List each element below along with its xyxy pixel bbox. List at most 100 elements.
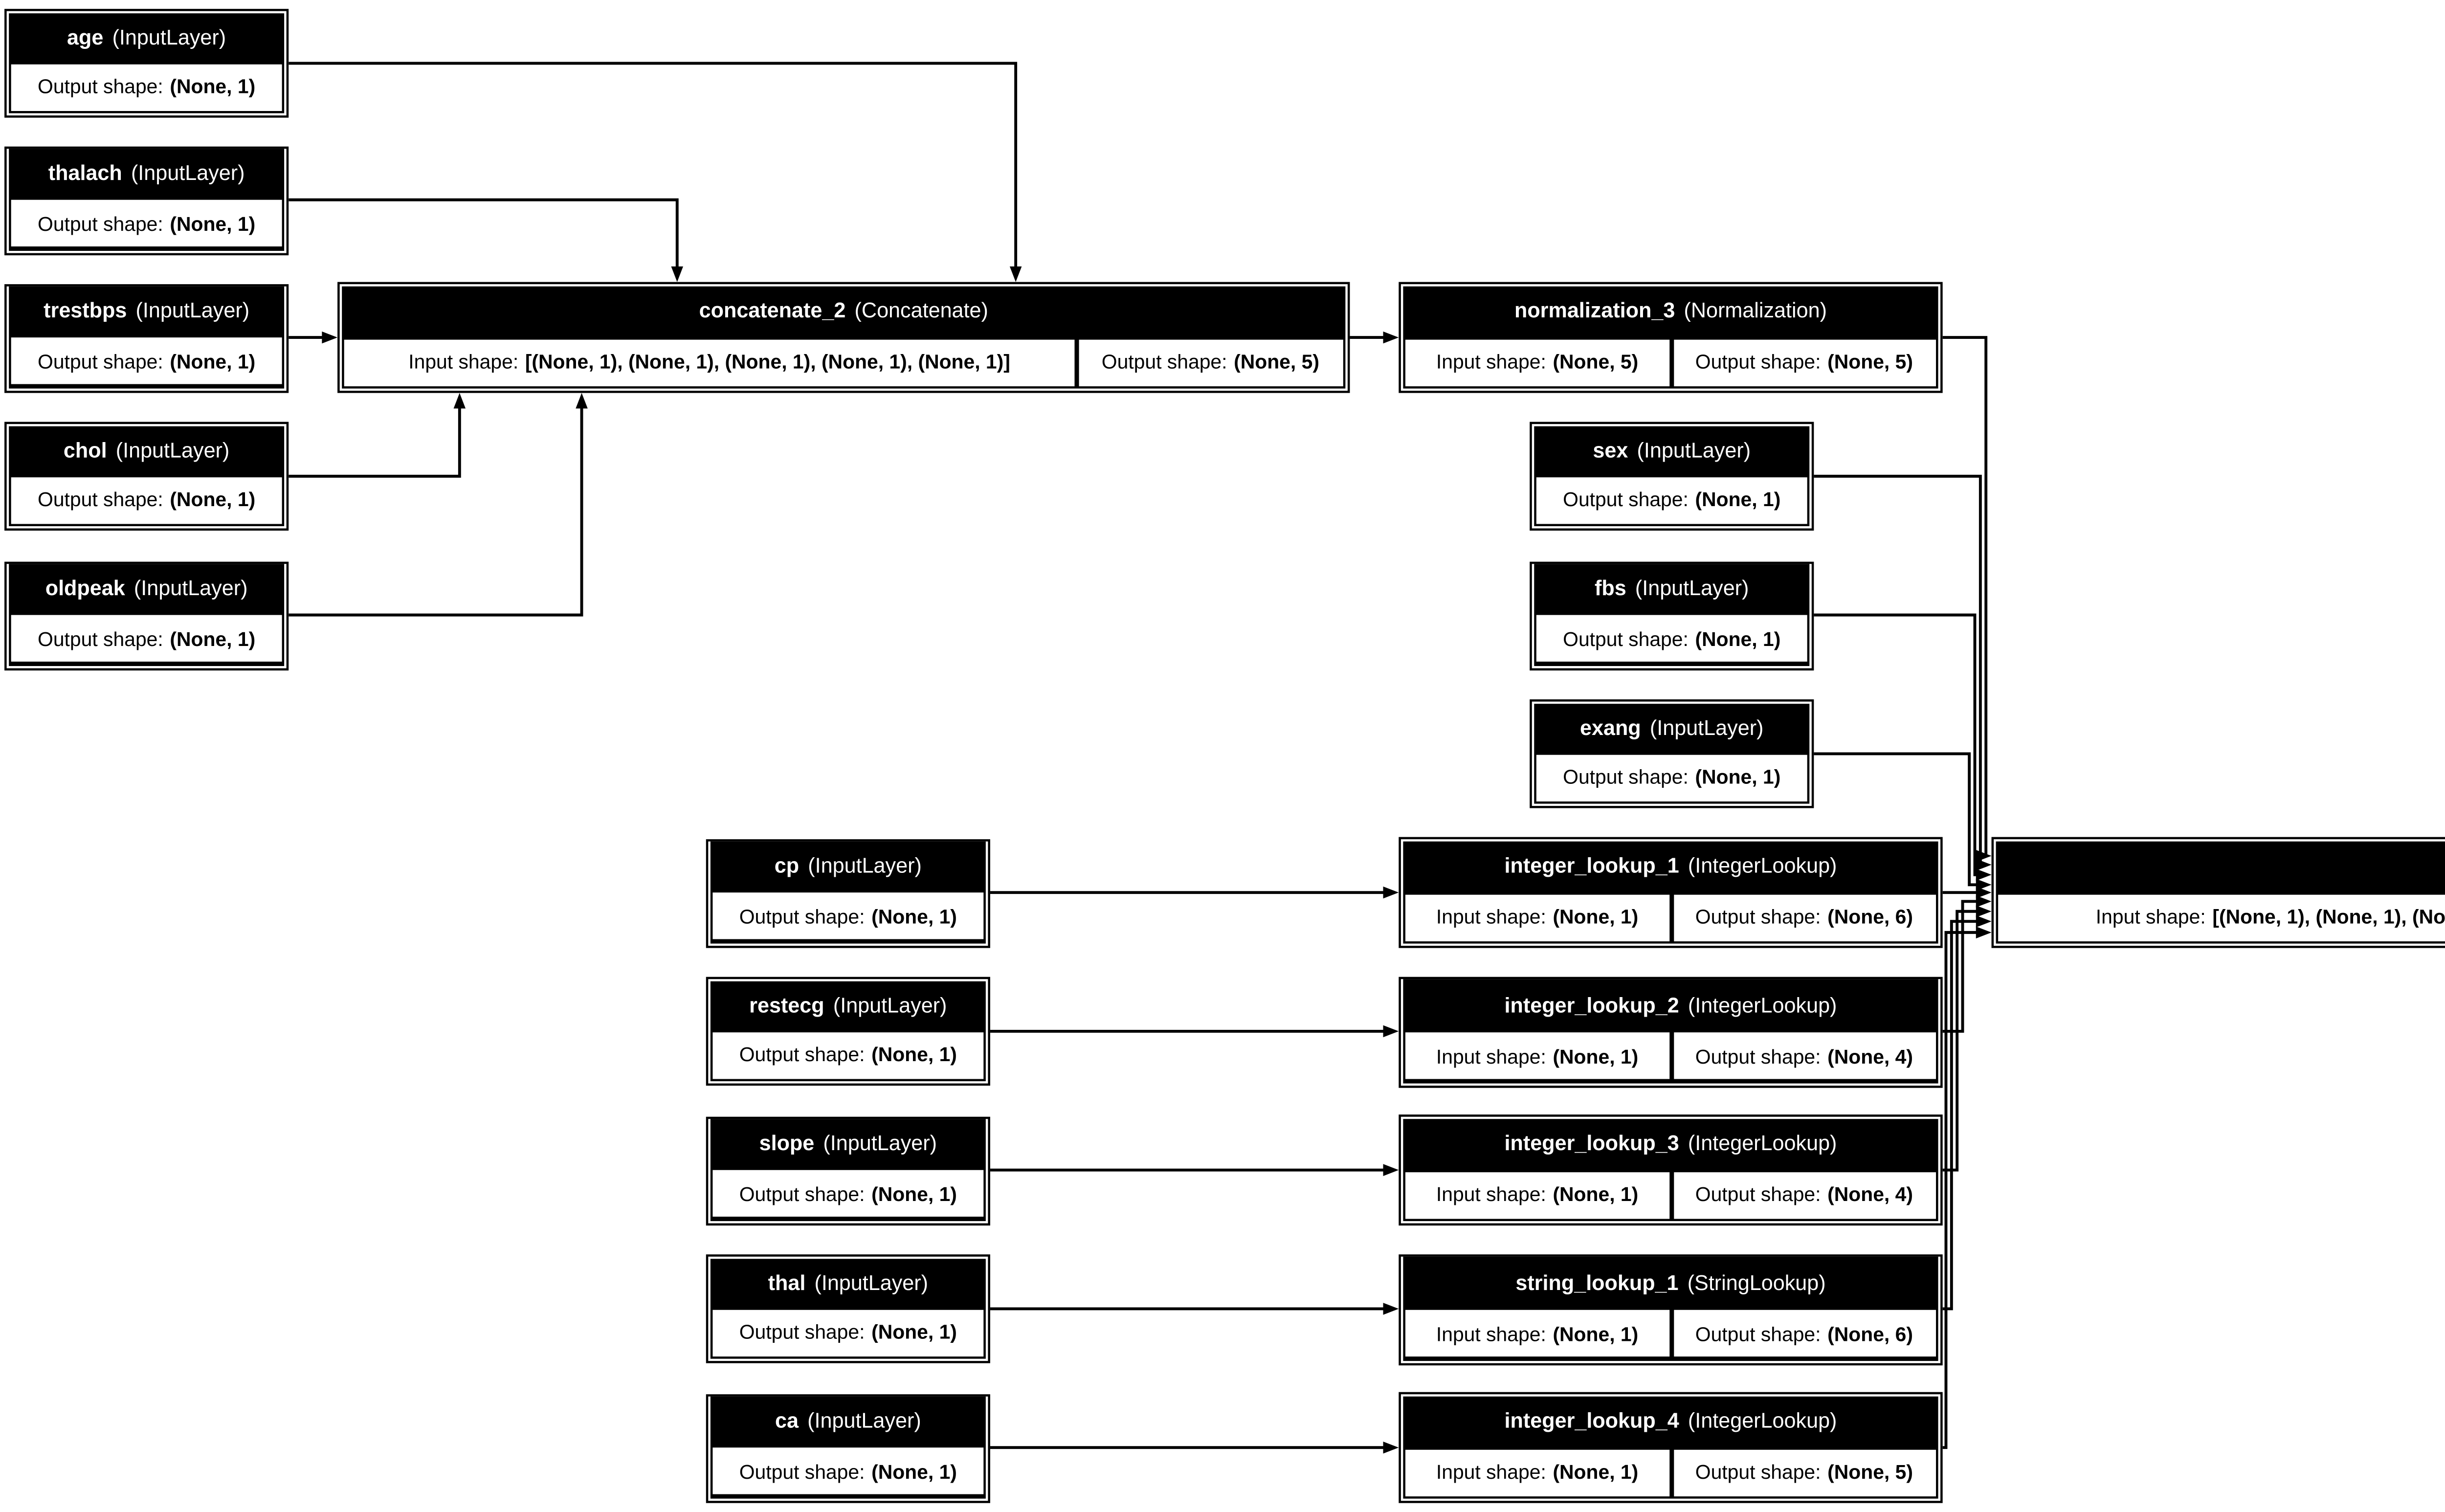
output-shape-value: (None, 1) <box>871 1321 957 1343</box>
output-shape-cell: Output shape:(None, 1) <box>1537 615 1807 662</box>
input-shape-cell: Input shape:(None, 1) <box>1406 1032 1668 1079</box>
output-shape-value: (None, 1) <box>871 1460 957 1482</box>
arrowhead-integer_lookup_3-to-concatenate_3 <box>1976 905 1992 918</box>
output-shape-label: Output shape: <box>38 627 163 650</box>
layer-name: slope <box>759 1132 815 1157</box>
edge-fbs-to-concatenate_3 <box>1814 613 1978 876</box>
input-shape-label: Input shape: <box>1436 906 1546 928</box>
node-string_lookup_1: string_lookup_1(StringLookup) Input shap… <box>1399 1253 1943 1364</box>
input-shape-cell: Input shape:(None, 1) <box>1406 1171 1668 1218</box>
output-shape-cell: Output shape:(None, 6) <box>1673 893 1935 940</box>
layer-header: slope(InputLayer) <box>713 1119 983 1170</box>
layer-type: (InputLayer) <box>814 1271 929 1296</box>
output-shape-value: (None, 1) <box>1695 488 1781 511</box>
layer-type: (Concatenate) <box>854 300 988 325</box>
output-shape-label: Output shape: <box>1563 766 1689 788</box>
input-shape-label: Input shape: <box>1436 1322 1546 1345</box>
layer-header: chol (InputLayer) <box>12 425 281 476</box>
layer-type: (InputLayer) <box>808 855 922 880</box>
layer-header: concatenate_3(Concatenate) <box>1999 841 2445 893</box>
arrowhead-integer_lookup_4-to-concatenate_3 <box>1976 926 1992 939</box>
output-shape-value: (None, 4) <box>1827 1045 1913 1067</box>
input-shape-cell: Input shape:[(None, 1), (None, 1), (None… <box>345 338 1074 385</box>
node-integer_lookup_2: integer_lookup_2(IntegerLookup) Input sh… <box>1399 976 1943 1087</box>
output-shape-value: (None, 6) <box>1827 1322 1913 1345</box>
arrowhead-restecg-to-integer_lookup_2 <box>1383 1025 1399 1038</box>
layer-name: integer_lookup_1 <box>1504 855 1679 880</box>
arrowhead-normalization_3-to-concatenate_3 <box>1976 849 1992 862</box>
node-normalization_3: normalization_3(Normalization) Input sha… <box>1399 282 1943 393</box>
output-shape-cell: Output shape: (None, 5) <box>1673 338 1935 385</box>
output-shape-label: Output shape: <box>1695 906 1821 928</box>
layer-type: (InputLayer) <box>807 1410 921 1435</box>
layer-name: thalach <box>48 162 122 187</box>
node-integer_lookup_4: integer_lookup_4(IntegerLookup) Input sh… <box>1399 1392 1943 1503</box>
layer-type: (StringLookup) <box>1687 1271 1826 1296</box>
layer-name: age <box>67 25 104 50</box>
output-shape-cell: Output shape:(None, 5) <box>1078 338 1343 385</box>
node-thal: thal (InputLayer) Output shape: (None, 1) <box>706 1254 990 1363</box>
edge-integer_lookup_3-to-concatenate_3 <box>1942 910 1978 1172</box>
output-shape-value: (None, 5) <box>1827 351 1913 373</box>
layer-header: integer_lookup_3(IntegerLookup) <box>1406 1118 1935 1171</box>
output-shape-label: Output shape: <box>739 1182 865 1205</box>
output-shape-value: (None, 5) <box>1234 351 1320 373</box>
arrowhead-integer_lookup_2-to-concatenate_3 <box>1976 895 1992 908</box>
layer-header: fbs(InputLayer) <box>1537 564 1806 615</box>
node-thalach: thalach(InputLayer) Output shape:(None, … <box>4 145 289 254</box>
layer-name: thal <box>768 1271 806 1296</box>
layer-name: restecg <box>749 994 824 1019</box>
layer-name: concatenate_2 <box>699 300 846 325</box>
layer-name: chol <box>63 439 107 464</box>
layer-name: exang <box>1579 716 1641 741</box>
layer-header: thalach(InputLayer) <box>12 149 281 200</box>
output-shape-value: (None, 4) <box>1827 1183 1913 1206</box>
arrowhead-slope-to-integer_lookup_3 <box>1383 1164 1399 1176</box>
layer-type: (InputLayer) <box>133 577 248 602</box>
input-shape-label: Input shape: <box>2095 906 2206 928</box>
input-shape-value: (None, 1) <box>1553 1322 1639 1345</box>
output-shape-label: Output shape: <box>1563 488 1689 511</box>
node-oldpeak: oldpeak(InputLayer) Output shape:(None, … <box>4 560 289 669</box>
layer-name: integer_lookup_2 <box>1504 994 1679 1019</box>
node-age: age(InputLayer) Output shape:(None, 1) <box>4 9 289 118</box>
output-shape-value: (None, 1) <box>170 212 256 235</box>
output-shape-label: Output shape: <box>1695 351 1821 373</box>
input-shape-label: Input shape: <box>1436 1045 1546 1067</box>
layer-header: cp(InputLayer) <box>713 842 983 893</box>
arrowhead-fbs-to-concatenate_3 <box>1976 868 1992 881</box>
layer-header: ca(InputLayer) <box>713 1397 983 1448</box>
arrowhead-cp-to-integer_lookup_1 <box>1383 886 1399 899</box>
input-shape-value: [(None, 1), (None, 1), (None, 1), (None,… <box>525 351 1010 373</box>
arrowhead-thalach-to-concatenate_2 <box>671 266 684 282</box>
edge-chol-to-concatenate_2 <box>289 407 461 478</box>
output-shape-cell: Output shape:(None, 1) <box>11 476 282 523</box>
output-shape-value: (None, 1) <box>1695 766 1781 788</box>
output-shape-cell: Output shape:(None, 1) <box>713 1031 983 1078</box>
arrowhead-oldpeak-to-concatenate_2 <box>576 393 588 409</box>
layer-header: oldpeak(InputLayer) <box>12 564 281 615</box>
output-shape-label: Output shape: <box>739 1460 865 1482</box>
output-shape-label: Output shape: <box>38 350 163 372</box>
arrowhead-ca-to-integer_lookup_4 <box>1383 1441 1399 1454</box>
arrowhead-trestbps-to-concatenate_2 <box>322 331 338 344</box>
output-shape-value: (None, 1) <box>871 905 957 927</box>
output-shape-label: Output shape: <box>739 1321 865 1343</box>
input-shape-cell: Input shape:[(None, 1), (None, 1), (None… <box>1999 893 2445 940</box>
output-shape-label: Output shape: <box>1563 627 1689 650</box>
output-shape-value: (None, 1) <box>871 1182 957 1205</box>
output-shape-cell: Output shape:(None, 4) <box>1673 1032 1935 1079</box>
arrowhead-age-to-concatenate_2 <box>1009 266 1022 282</box>
layer-type: (InputLayer) <box>115 439 230 464</box>
edge-integer_lookup_2-to-concatenate_3 <box>1942 900 1978 1033</box>
layer-header: integer_lookup_4(IntegerLookup) <box>1406 1396 1935 1448</box>
edge-integer_lookup_4-to-concatenate_3 <box>1942 931 1978 1449</box>
layer-type: (InputLayer) <box>112 25 226 50</box>
layer-type: (Normalization) <box>1684 300 1827 325</box>
output-shape-cell: Output shape:(None, 1) <box>11 337 282 384</box>
output-shape-cell: Output shape:(None, 1) <box>713 892 983 939</box>
arrowhead-string_lookup_1-to-concatenate_3 <box>1976 915 1992 928</box>
node-cp: cp(InputLayer) Output shape:(None, 1) <box>706 838 990 947</box>
